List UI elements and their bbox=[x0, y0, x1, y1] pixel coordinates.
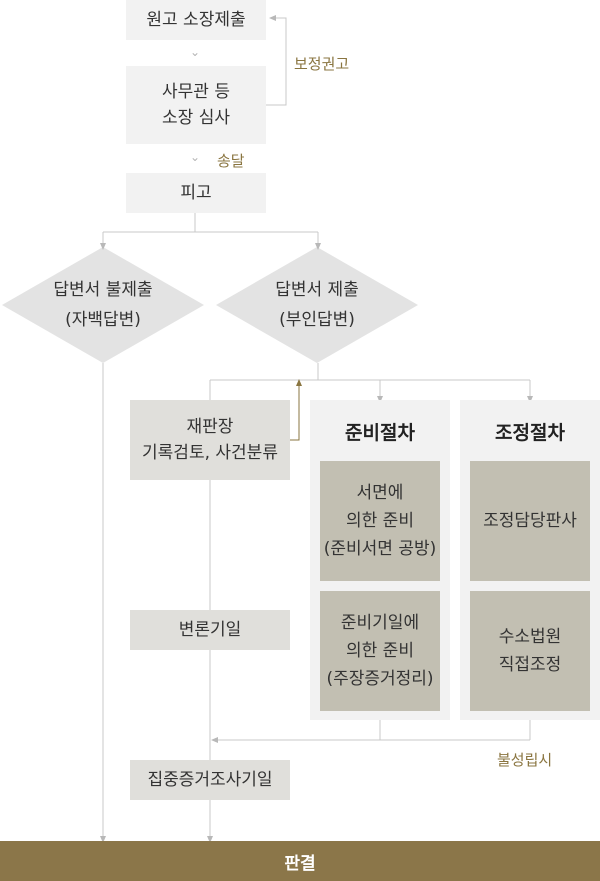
defendant-text: 피고 bbox=[180, 183, 212, 203]
complaint-text: 원고 소장제출 bbox=[146, 10, 246, 30]
evidence-date-node: 집중증거조사기일 bbox=[130, 760, 290, 800]
court-mediation-node: 수소법원 직접조정 bbox=[470, 591, 590, 711]
review-node: 사무관 등 소장 심사 bbox=[126, 66, 266, 144]
complaint-node: 원고 소장제출 bbox=[126, 0, 266, 40]
presiding-judge-node: 재판장 기록검토, 사건분류 bbox=[130, 400, 290, 480]
mediation-title: 조정절차 bbox=[495, 422, 565, 444]
preparation-title: 준비절차 bbox=[345, 422, 415, 444]
answer-text: 답변서 제출 (부인답변) bbox=[275, 280, 359, 330]
presiding-judge-text: 재판장 기록검토, 사건분류 bbox=[142, 417, 278, 463]
defendant-node: 피고 bbox=[126, 173, 266, 213]
pleading-date-node: 변론기일 bbox=[130, 610, 290, 650]
pleading-date-text: 변론기일 bbox=[178, 620, 242, 640]
answer-diamond bbox=[216, 247, 418, 363]
correction-label: 보정권고 bbox=[294, 55, 350, 73]
no-answer-diamond bbox=[2, 247, 204, 363]
prep-written-node: 서면에 의한 준비 (준비서면 공방) bbox=[320, 461, 440, 581]
evidence-date-text: 집중증거조사기일 bbox=[147, 770, 273, 790]
service-label: 송달 bbox=[217, 152, 245, 170]
chevron-down-icon: ⌄ bbox=[190, 45, 201, 59]
prep-date-node: 준비기일에 의한 준비 (주장증거정리) bbox=[320, 591, 440, 711]
no-answer-text: 답변서 불제출 (자백답변) bbox=[53, 280, 153, 330]
mediation-judge-text: 조정담당판사 bbox=[483, 511, 577, 531]
review-text: 사무관 등 소장 심사 bbox=[162, 82, 230, 128]
court-mediation-text: 수소법원 직접조정 bbox=[498, 627, 562, 675]
failed-label: 불성립시 bbox=[497, 751, 553, 769]
mediation-judge-node: 조정담당판사 bbox=[470, 461, 590, 581]
prep-date-text: 준비기일에 의한 준비 (주장증거정리) bbox=[326, 613, 434, 689]
prep-written-text: 서면에 의한 준비 (준비서면 공방) bbox=[323, 483, 437, 559]
chevron-down-icon: ⌄ bbox=[190, 150, 201, 164]
verdict-text: 판결 bbox=[284, 853, 316, 874]
verdict-bar: 판결 bbox=[0, 841, 600, 881]
